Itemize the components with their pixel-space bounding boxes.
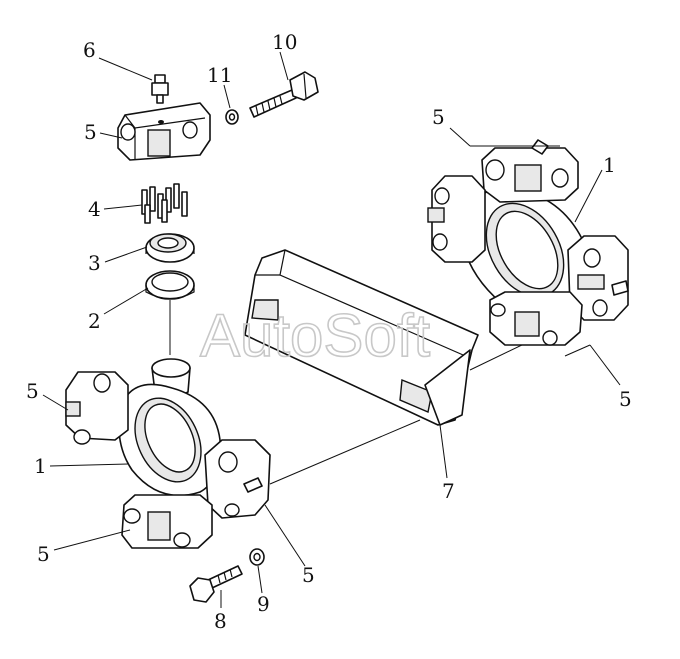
drive-shaft-tube-part: [244, 249, 479, 426]
bolt-8-part: [189, 565, 243, 603]
callout-1-left: 1: [34, 454, 47, 478]
callout-7: 7: [442, 479, 455, 503]
callout-2: 2: [88, 309, 101, 333]
grease-fitting-part: [151, 74, 169, 104]
callout-5-top-right: 5: [432, 105, 445, 129]
washer-9-hole: [253, 552, 261, 562]
spider-yoke-right-part: [427, 139, 629, 346]
guide-line-left: [269, 419, 421, 485]
callout-1-right: 1: [603, 153, 616, 177]
washer-11-hole: [228, 113, 236, 121]
spider-yoke-left-part: [65, 358, 271, 549]
callout-6: 6: [83, 38, 96, 62]
bearing-cap-top-part: [117, 102, 211, 161]
watermark-text: AutoSoft: [200, 302, 430, 369]
callout-5-left-lower: 5: [37, 542, 50, 566]
callout-5-bottom: 5: [302, 563, 315, 587]
callout-5-left-upper: 5: [26, 379, 39, 403]
needle-bearing-part: [145, 233, 195, 263]
leader-lines: [42, 51, 621, 608]
bolt-10-part: [249, 71, 319, 118]
callout-9: 9: [257, 592, 270, 616]
needle-rollers-part: [141, 183, 188, 224]
callout-4: 4: [88, 197, 101, 221]
callout-5-top: 5: [84, 120, 97, 144]
callout-3: 3: [88, 251, 101, 275]
callout-11: 11: [207, 63, 232, 87]
seal-ring-part: [145, 270, 195, 300]
callout-10: 10: [272, 30, 297, 54]
callout-5-right: 5: [619, 387, 632, 411]
callout-8: 8: [214, 609, 227, 633]
